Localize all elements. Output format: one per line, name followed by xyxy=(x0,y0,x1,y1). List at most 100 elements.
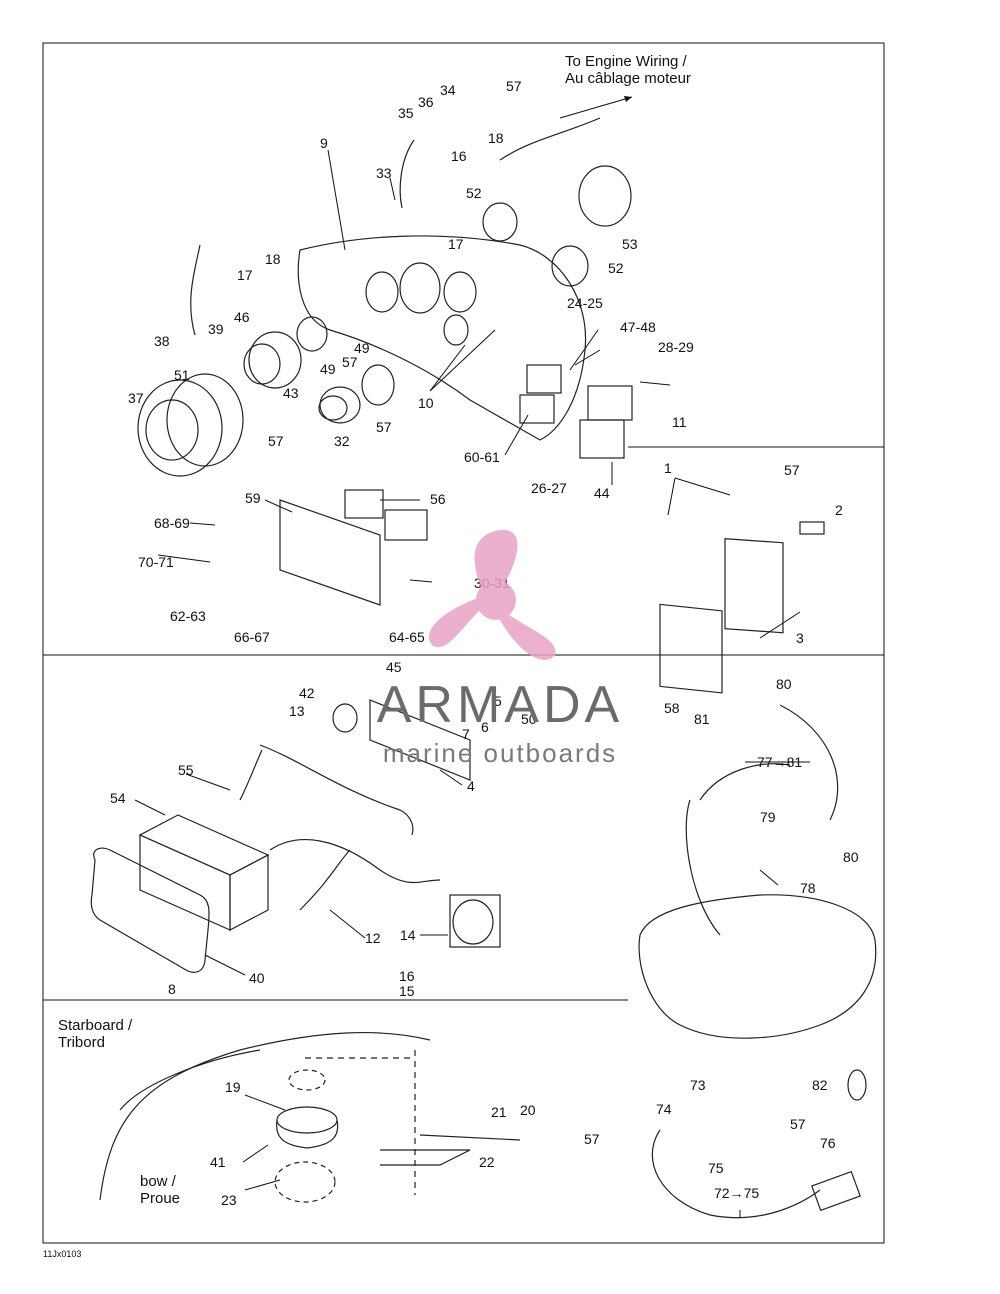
callout-70-71: 70-71 xyxy=(138,554,174,570)
wire-harness-55 xyxy=(239,744,414,836)
callout-47-48: 47-48 xyxy=(620,319,656,335)
callout-32: 32 xyxy=(334,433,350,449)
callout-80: 80 xyxy=(843,849,859,865)
gauge-small xyxy=(318,386,361,424)
callout-45: 45 xyxy=(386,659,402,675)
fuse-box xyxy=(138,814,270,931)
callout-44: 44 xyxy=(594,485,610,501)
bow-label-1: bow / xyxy=(140,1173,177,1190)
callout-15: 15 xyxy=(399,983,415,999)
callout-81: 81 xyxy=(694,711,710,727)
callout-55: 55 xyxy=(178,762,194,778)
callout-57: 57 xyxy=(784,462,800,478)
hull-outline-starboard xyxy=(99,1032,431,1201)
dashboard-console xyxy=(297,235,587,441)
starboard-label-1: Starboard / xyxy=(58,1017,133,1034)
callout-14: 14 xyxy=(400,927,416,943)
callout-57: 57 xyxy=(342,354,358,370)
callout-77-81: 77→81 xyxy=(757,754,802,770)
callout-80: 80 xyxy=(776,676,792,692)
callout-8: 8 xyxy=(168,981,176,997)
callout-60-61: 60-61 xyxy=(464,449,500,465)
callout-58: 58 xyxy=(664,700,680,716)
callout-40: 40 xyxy=(249,970,265,986)
callout-52: 52 xyxy=(608,260,624,276)
leader-lines xyxy=(134,149,810,1218)
engine-wiring-label-1: To Engine Wiring / xyxy=(565,53,688,70)
callout-57: 57 xyxy=(790,1116,806,1132)
watermark: ARMADA marine outboards xyxy=(377,529,623,768)
callout-39: 39 xyxy=(208,321,224,337)
vent-grille xyxy=(449,894,501,948)
callout-6: 6 xyxy=(481,719,489,735)
callout-74: 74 xyxy=(656,1101,672,1117)
hull-battery-area xyxy=(638,704,877,1219)
bilge-blower-wire xyxy=(269,839,441,911)
engine-wiring-arrow xyxy=(559,96,633,119)
callout-10: 10 xyxy=(418,395,434,411)
switch-panel xyxy=(279,489,428,606)
watermark-subtitle: marine outboards xyxy=(383,738,617,768)
callout-19: 19 xyxy=(225,1079,241,1095)
callout-4: 4 xyxy=(467,778,475,794)
callout-17: 17 xyxy=(237,267,253,283)
callout-54: 54 xyxy=(110,790,126,806)
callout-11: 11 xyxy=(672,414,687,430)
starboard-label-2: Tribord xyxy=(58,1034,105,1051)
bracket-panel-44 xyxy=(579,385,633,459)
callout-49: 49 xyxy=(354,340,370,356)
callout-16: 16 xyxy=(399,968,415,984)
callout-76: 76 xyxy=(820,1135,836,1151)
callout-75: 75 xyxy=(708,1160,724,1176)
callout-1: 1 xyxy=(664,460,672,476)
wiring-top xyxy=(190,117,601,336)
callout-49: 49 xyxy=(320,361,336,377)
relay-bracket xyxy=(332,699,471,781)
callout-35: 35 xyxy=(398,105,414,121)
callout-73: 73 xyxy=(690,1077,706,1093)
panel-borders xyxy=(42,42,885,1244)
callout-23: 23 xyxy=(221,1192,237,1208)
callout-82: 82 xyxy=(812,1077,828,1093)
callout-13: 13 xyxy=(289,703,305,719)
callout-18: 18 xyxy=(488,130,504,146)
callout-79: 79 xyxy=(760,809,776,825)
gauge-rings xyxy=(296,165,632,406)
callout-72-75: 72→75 xyxy=(714,1185,759,1201)
callout-57: 57 xyxy=(268,433,284,449)
callout-57: 57 xyxy=(506,78,522,94)
figure-code: 11Jx0103 xyxy=(43,1249,81,1259)
callout-3: 3 xyxy=(796,630,804,646)
callout-50: 50 xyxy=(521,711,537,727)
callout-9: 9 xyxy=(320,135,328,151)
gauge-tachometer xyxy=(243,331,302,389)
callout-43: 43 xyxy=(283,385,299,401)
callout-20: 20 xyxy=(520,1102,536,1118)
callout-33: 33 xyxy=(376,165,392,181)
navigation-light-starboard xyxy=(274,1069,339,1203)
callout-41: 41 xyxy=(210,1154,226,1170)
watermark-title: ARMADA xyxy=(377,676,623,734)
arrow-head xyxy=(624,96,632,102)
callout-53: 53 xyxy=(622,236,638,252)
callouts: 9 34 57 35 36 33 18 16 52 53 17 52 17 18… xyxy=(110,78,859,1208)
flame-arrester-parts xyxy=(659,521,825,694)
callout-2: 2 xyxy=(835,502,843,518)
callout-56: 56 xyxy=(430,491,446,507)
callout-36: 36 xyxy=(418,94,434,110)
callout-42: 42 xyxy=(299,685,315,701)
callout-46: 46 xyxy=(234,309,250,325)
callout-34: 34 xyxy=(440,82,456,98)
callout-21: 21 xyxy=(491,1104,507,1120)
callout-22: 22 xyxy=(479,1154,495,1170)
callout-64-65: 64-65 xyxy=(389,629,425,645)
propeller-hub-icon xyxy=(476,580,516,620)
callout-26-27: 26-27 xyxy=(531,480,567,496)
callout-28-29: 28-29 xyxy=(658,339,694,355)
callout-7: 7 xyxy=(462,726,470,742)
engine-wiring-label-2: Au câblage moteur xyxy=(565,70,691,87)
bow-label-2: Proue xyxy=(140,1190,180,1207)
propeller-blade-icon xyxy=(500,612,556,660)
outer-frame xyxy=(42,42,885,1244)
